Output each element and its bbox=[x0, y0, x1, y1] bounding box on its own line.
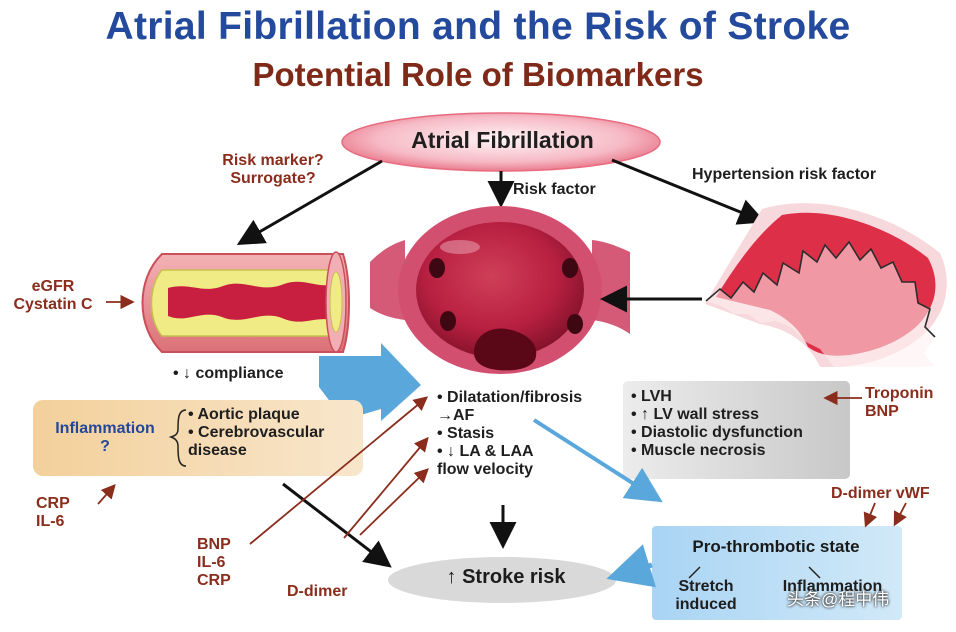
page-subtitle: Potential Role of Biomarkers bbox=[252, 56, 704, 93]
hypertension-label: Hypertension risk factor bbox=[692, 166, 877, 183]
lv-effects-box bbox=[623, 381, 850, 479]
inflammation-small-label: Inflammation bbox=[782, 578, 883, 595]
stroke-risk-label: ↑ Stroke risk bbox=[446, 566, 566, 588]
d-dimer-right-arrow bbox=[863, 502, 878, 528]
bnp-il6-crp-label: BNP IL-6 CRP bbox=[197, 536, 231, 589]
bnp-arrow bbox=[249, 396, 429, 545]
inflammation-label: Inflammation ? bbox=[55, 420, 155, 455]
lv-effects-list: • LVH • ↑ LV wall stress • Diastolic dys… bbox=[631, 388, 803, 459]
arrow-to-prothrombotic bbox=[532, 418, 663, 503]
stroke-risk-node bbox=[388, 557, 616, 603]
arrow-to-heart-wall bbox=[611, 158, 766, 225]
arrow-vascular-to-stroke bbox=[282, 482, 392, 568]
vwf-arrow bbox=[893, 502, 907, 527]
prothrombotic-box bbox=[652, 526, 902, 620]
heart-wall-illustration bbox=[705, 203, 947, 367]
page-title: Atrial Fibrillation and the Risk of Stro… bbox=[105, 5, 851, 48]
compliance-label: • ↓ compliance bbox=[173, 365, 284, 382]
crp-arrow bbox=[97, 483, 116, 505]
watermark: 头条@程中伟 bbox=[787, 590, 890, 609]
atrium-illustration bbox=[370, 206, 630, 374]
vascular-items: • Aortic plaque • Cerebrovascular diseas… bbox=[188, 406, 325, 459]
crp-il6-label: CRP IL-6 bbox=[36, 495, 70, 530]
stretch-induced-label: Stretch induced bbox=[675, 578, 737, 613]
risk-marker-label: Risk marker? Surrogate? bbox=[222, 152, 324, 187]
troponin-bnp-label: Troponin BNP bbox=[865, 385, 934, 420]
d-dimer-label: D-dimer bbox=[287, 583, 348, 600]
d-dimer-arrow-upper bbox=[343, 436, 429, 539]
d-dimer-vwf-label: D-dimer vWF bbox=[831, 485, 930, 502]
atrial-fibrillation-label: Atrial Fibrillation bbox=[411, 127, 594, 153]
risk-factor-label: Risk factor bbox=[513, 181, 596, 198]
inflammation-box bbox=[33, 400, 363, 476]
egfr-label: eGFR Cystatin C bbox=[13, 278, 93, 313]
arrow-to-stroke-risk bbox=[606, 544, 657, 588]
d-dimer-arrow-lower bbox=[359, 468, 429, 536]
prothrombotic-label: Pro-thrombotic state bbox=[692, 537, 860, 556]
atrial-effects-list: • Dilatation/fibrosis →AF • Stasis • ↓ L… bbox=[437, 389, 583, 478]
vessel-illustration bbox=[141, 251, 350, 353]
arrow-to-vessel bbox=[236, 159, 383, 246]
